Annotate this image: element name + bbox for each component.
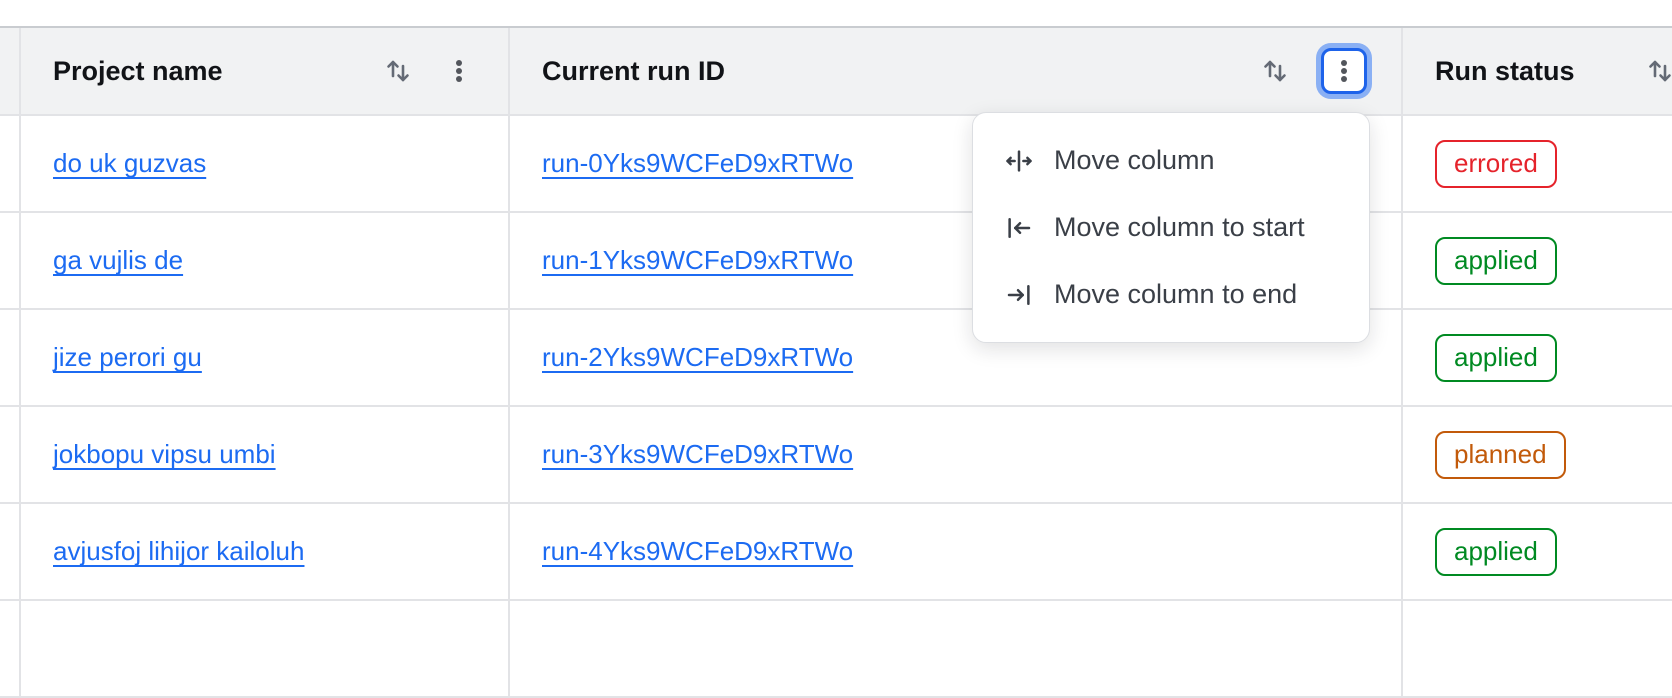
run-status-cell: applied (1403, 504, 1672, 601)
move-column-end-icon (1004, 280, 1034, 310)
column-title-project-name: Project name (53, 55, 223, 86)
page: { "table": { "columns": [ { "label": "Pr… (0, 26, 1672, 698)
run-id-link[interactable]: run-2Yks9WCFeD9xRTWo (542, 342, 854, 372)
run-id-link[interactable]: run-1Yks9WCFeD9xRTWo (542, 245, 854, 275)
table-row: jokbopu vipsu umbi run-3Yks9WCFeD9xRTWo … (0, 407, 1672, 504)
run-id-cell: run-3Yks9WCFeD9xRTWo (510, 407, 1403, 504)
table-row: jize perori gu run-2Yks9WCFeD9xRTWo appl… (0, 310, 1672, 407)
table-body: do uk guzvas run-0Yks9WCFeD9xRTWo errore… (0, 116, 1672, 698)
project-name-cell: avjusfoj lihijor kailoluh (21, 504, 510, 601)
project-link[interactable]: do uk guzvas (53, 148, 207, 178)
table-row: do uk guzvas run-0Yks9WCFeD9xRTWo errore… (0, 116, 1672, 213)
run-id-cell: run-4Yks9WCFeD9xRTWo (510, 504, 1403, 601)
menu-item-move-column-to-end[interactable]: Move column to end (973, 261, 1369, 328)
project-name-cell: ga vujlis de (21, 213, 510, 310)
run-status-cell: applied (1403, 213, 1672, 310)
sort-icon (387, 60, 409, 82)
project-name-cell (21, 601, 510, 698)
run-status-cell: applied (1403, 310, 1672, 407)
table-row: ga vujlis de run-1Yks9WCFeD9xRTWo applie… (0, 213, 1672, 310)
header-cell-sliver (0, 28, 21, 116)
table-row: avjusfoj lihijor kailoluh run-4Yks9WCFeD… (0, 504, 1672, 601)
column-options-menu: Move column Move column to start Move co… (972, 112, 1370, 343)
sliver-cell (0, 407, 21, 504)
run-status-cell: errored (1403, 116, 1672, 213)
move-column-icon (1004, 146, 1034, 176)
sliver-cell (0, 601, 21, 698)
run-status-cell (1403, 601, 1672, 698)
kebab-icon (456, 60, 462, 82)
sort-button-run-status[interactable] (1644, 55, 1672, 87)
column-title-current-run-id: Current run ID (542, 55, 726, 86)
column-menu-button-project-name[interactable] (444, 56, 474, 86)
move-column-start-icon (1004, 213, 1034, 243)
sliver-cell (0, 310, 21, 407)
menu-item-label: Move column to end (1054, 279, 1298, 309)
table-row-partial (0, 601, 1672, 698)
header-row: Project name (0, 28, 1672, 116)
column-title-run-status: Run status (1435, 55, 1575, 86)
sliver-cell (0, 213, 21, 310)
status-badge: applied (1435, 527, 1557, 576)
run-id-link[interactable]: run-4Yks9WCFeD9xRTWo (542, 536, 854, 566)
sort-icon (1649, 60, 1671, 82)
run-id-link[interactable]: run-0Yks9WCFeD9xRTWo (542, 148, 854, 178)
header-cell-current-run-id: Current run ID (510, 28, 1403, 116)
status-badge: errored (1435, 139, 1557, 188)
project-link[interactable]: ga vujlis de (53, 245, 184, 275)
menu-item-label: Move column to start (1054, 212, 1305, 242)
sort-icon (1264, 60, 1286, 82)
kebab-icon (1341, 60, 1347, 82)
column-menu-button-current-run-id-focused[interactable] (1321, 48, 1367, 94)
run-id-cell (510, 601, 1403, 698)
sliver-cell (0, 116, 21, 213)
runs-table-viewport: Project name (0, 26, 1672, 698)
header-cell-project-name: Project name (21, 28, 510, 116)
project-name-cell: do uk guzvas (21, 116, 510, 213)
sliver-cell (0, 504, 21, 601)
project-link[interactable]: avjusfoj lihijor kailoluh (53, 536, 305, 566)
status-badge: planned (1435, 430, 1566, 479)
menu-item-label: Move column (1054, 145, 1215, 175)
header-cell-run-status: Run status (1403, 28, 1672, 116)
menu-item-move-column[interactable]: Move column (973, 127, 1369, 194)
run-status-cell: planned (1403, 407, 1672, 504)
menu-item-move-column-to-start[interactable]: Move column to start (973, 194, 1369, 261)
table-header: Project name (0, 28, 1672, 116)
status-badge: applied (1435, 236, 1557, 285)
project-link[interactable]: jize perori gu (53, 342, 202, 372)
run-id-link[interactable]: run-3Yks9WCFeD9xRTWo (542, 439, 854, 469)
project-name-cell: jokbopu vipsu umbi (21, 407, 510, 504)
runs-table: Project name (0, 26, 1672, 698)
status-badge: applied (1435, 333, 1557, 382)
sort-button-current-run-id[interactable] (1259, 55, 1291, 87)
project-name-cell: jize perori gu (21, 310, 510, 407)
sort-button-project-name[interactable] (382, 55, 414, 87)
project-link[interactable]: jokbopu vipsu umbi (53, 439, 276, 469)
